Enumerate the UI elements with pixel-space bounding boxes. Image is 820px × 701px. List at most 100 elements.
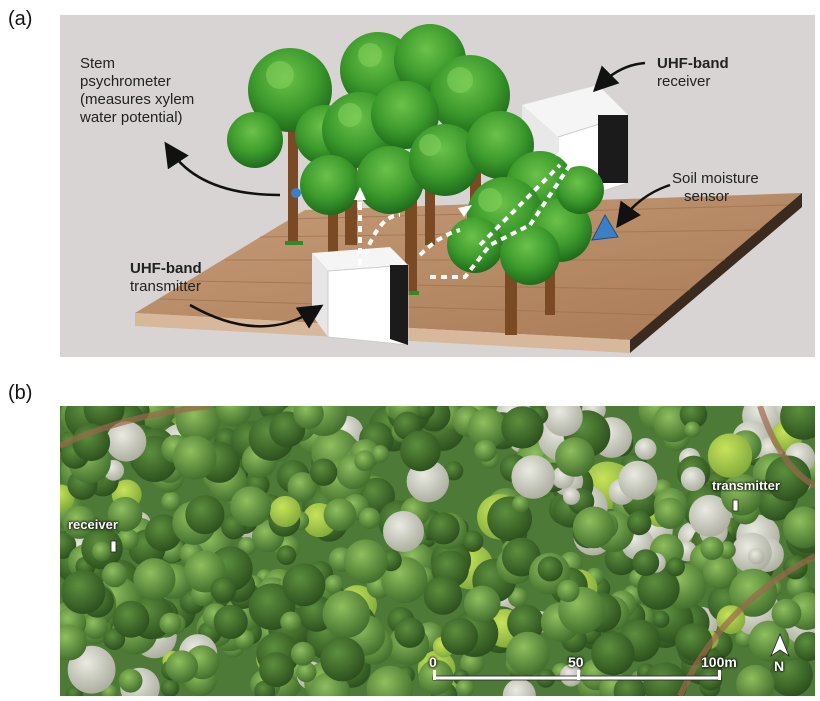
tree-crown	[62, 505, 96, 539]
tree-crown	[112, 600, 150, 638]
tree-crown	[563, 487, 580, 505]
tree-crown	[309, 458, 338, 486]
tree-crown	[343, 539, 388, 584]
tree-crown	[771, 598, 802, 629]
tree-crown	[557, 579, 580, 603]
tree-crown	[627, 510, 652, 536]
scale-tick-0: 0	[429, 654, 437, 670]
tree-crown	[782, 506, 815, 549]
tree-crown	[159, 612, 182, 635]
tree-crown	[296, 661, 317, 683]
north-arrow-icon	[770, 632, 790, 658]
stem-psychrometer-dot	[291, 188, 301, 198]
tree-crown	[354, 450, 375, 472]
tree-crown	[572, 506, 615, 549]
transmitter-marker	[732, 499, 739, 512]
tree-crown	[537, 556, 563, 582]
tree-crown	[269, 496, 301, 527]
tree-crown	[506, 631, 550, 676]
tree-crown	[358, 507, 381, 529]
tree-crown	[501, 406, 544, 449]
tree-crown	[276, 545, 297, 565]
tree-crown	[679, 406, 708, 429]
tree-crown	[702, 554, 738, 590]
tree-crown	[652, 610, 670, 628]
tree-crown	[82, 613, 108, 640]
tree-crown	[259, 652, 294, 688]
tree-crown	[324, 574, 344, 594]
tree-crown	[118, 668, 143, 693]
tree-crown	[769, 653, 813, 696]
tree-crown	[512, 495, 530, 513]
tree-crown	[161, 491, 181, 512]
tree-crown	[293, 406, 324, 429]
forest-plot-illustration	[135, 24, 802, 353]
tree-crown	[427, 512, 460, 545]
tree-crown	[165, 650, 198, 683]
tree-crown	[216, 406, 253, 427]
aerial-canopy	[60, 406, 815, 696]
tree-crown	[543, 406, 583, 437]
tree-crown	[688, 494, 731, 537]
tree-crown	[323, 498, 357, 532]
tree-crown	[508, 587, 528, 608]
tree-crown	[213, 604, 248, 639]
tree-crown	[613, 675, 646, 696]
tree-crown	[665, 557, 685, 577]
panel-a-illustration: Stem psychrometer (measures xylem water …	[60, 15, 815, 357]
tree-crown	[748, 548, 765, 565]
tree-crown	[185, 495, 225, 535]
tree-crown	[680, 466, 706, 492]
tree-crown	[634, 438, 657, 460]
tree-crown	[502, 678, 536, 696]
pointer-arrows	[164, 61, 671, 329]
tree-crown	[618, 460, 658, 500]
panel-b-aerial-photo: receiver transmitter 0 50 100m N	[60, 406, 815, 696]
dirt-track	[60, 406, 211, 449]
transmitter-label: UHF-band transmitter	[130, 260, 202, 295]
tree-crown	[637, 567, 680, 610]
scale-tick-50: 50	[568, 654, 584, 670]
tree-crown	[455, 679, 475, 696]
tree-crown	[366, 665, 414, 696]
panel-a-label: (a)	[8, 8, 33, 30]
tree-crown	[560, 664, 582, 687]
tree-crown	[67, 645, 116, 694]
panel-b-label: (b)	[8, 382, 33, 404]
tree-crown	[107, 496, 143, 532]
tree-crown	[92, 541, 112, 562]
stem-psychrometer-label: Stem psychrometer (measures xylem water …	[80, 55, 195, 126]
tree-crown	[467, 408, 508, 449]
dirt-track	[677, 553, 815, 696]
tree-crown	[632, 549, 660, 576]
tree-crown	[230, 486, 271, 527]
soil-moisture-label: Soil moisture sensor	[672, 170, 759, 205]
tree-crown	[383, 511, 424, 552]
scale-bar	[432, 670, 722, 681]
tree-crown	[794, 631, 815, 661]
signal-paths	[358, 148, 582, 279]
tree-crown	[287, 472, 318, 502]
north-label: N	[774, 658, 785, 674]
tree-crown	[106, 421, 147, 462]
soil-moisture-sensor	[591, 213, 619, 241]
tree-crown	[707, 433, 753, 478]
scale-tick-100m: 100m	[701, 654, 737, 670]
tree-crown	[511, 455, 555, 499]
tree-crown	[423, 576, 463, 615]
tree-crown	[394, 617, 425, 648]
tree-crown	[210, 576, 237, 603]
tree-crown	[371, 445, 389, 463]
trees	[227, 24, 604, 335]
tree-crown	[290, 641, 315, 666]
tree-crown	[320, 637, 365, 682]
tree-crown	[736, 664, 775, 696]
tree-crown	[160, 678, 180, 696]
tree-crown	[280, 611, 302, 633]
tree-crown	[720, 474, 763, 516]
tree-crown	[700, 536, 724, 560]
tree-crown	[400, 430, 441, 472]
tree-crown	[474, 439, 497, 462]
receiver-label: UHF-band receiver	[657, 55, 729, 90]
transmitter-map-label: transmitter	[712, 478, 780, 493]
